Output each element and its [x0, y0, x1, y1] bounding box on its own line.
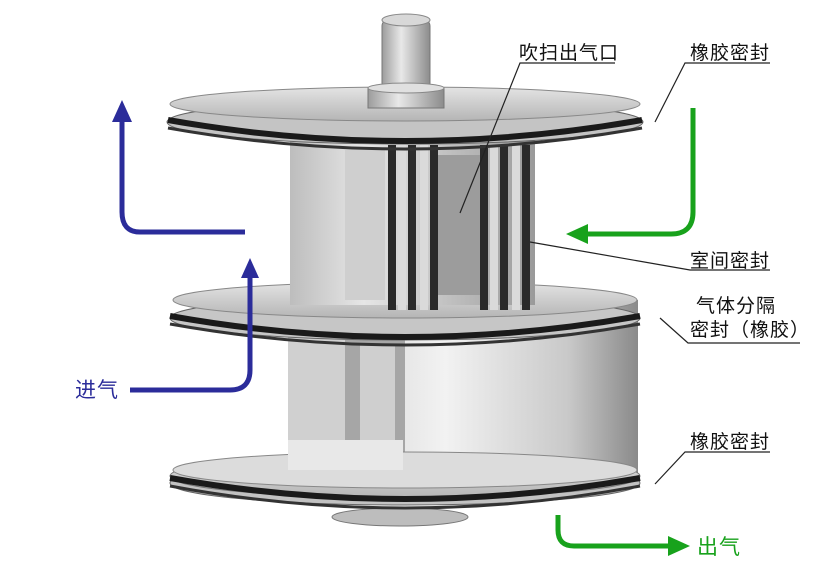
outlet-arrow — [555, 108, 696, 549]
purge-fins — [388, 145, 530, 310]
gas-partition-label-line1: 气体分隔 — [696, 295, 777, 317]
leader-lines — [459, 62, 800, 485]
inlet-label: 进气 — [75, 378, 119, 402]
rubber-seal-top-label: 橡胶密封 — [690, 42, 771, 64]
bottom-flange — [169, 440, 641, 510]
outlet-label: 出气 — [697, 535, 741, 559]
shaft — [367, 13, 445, 109]
bottom-boss — [331, 507, 469, 527]
chamber-seal-label: 室间密封 — [690, 250, 771, 272]
purge-outlet-label: 吹扫出气口 — [519, 42, 620, 64]
inlet-arrowhead-top — [112, 100, 132, 122]
outlet-arrowhead-mid — [566, 224, 588, 244]
rubber-seal-bottom-label: 橡胶密封 — [690, 431, 771, 453]
inlet-arrow — [119, 118, 253, 393]
inlet-arrowhead-mid — [241, 258, 259, 278]
gas-partition-label-line2: 密封（橡胶） — [690, 319, 811, 341]
outlet-arrowhead-bottom — [668, 536, 690, 556]
